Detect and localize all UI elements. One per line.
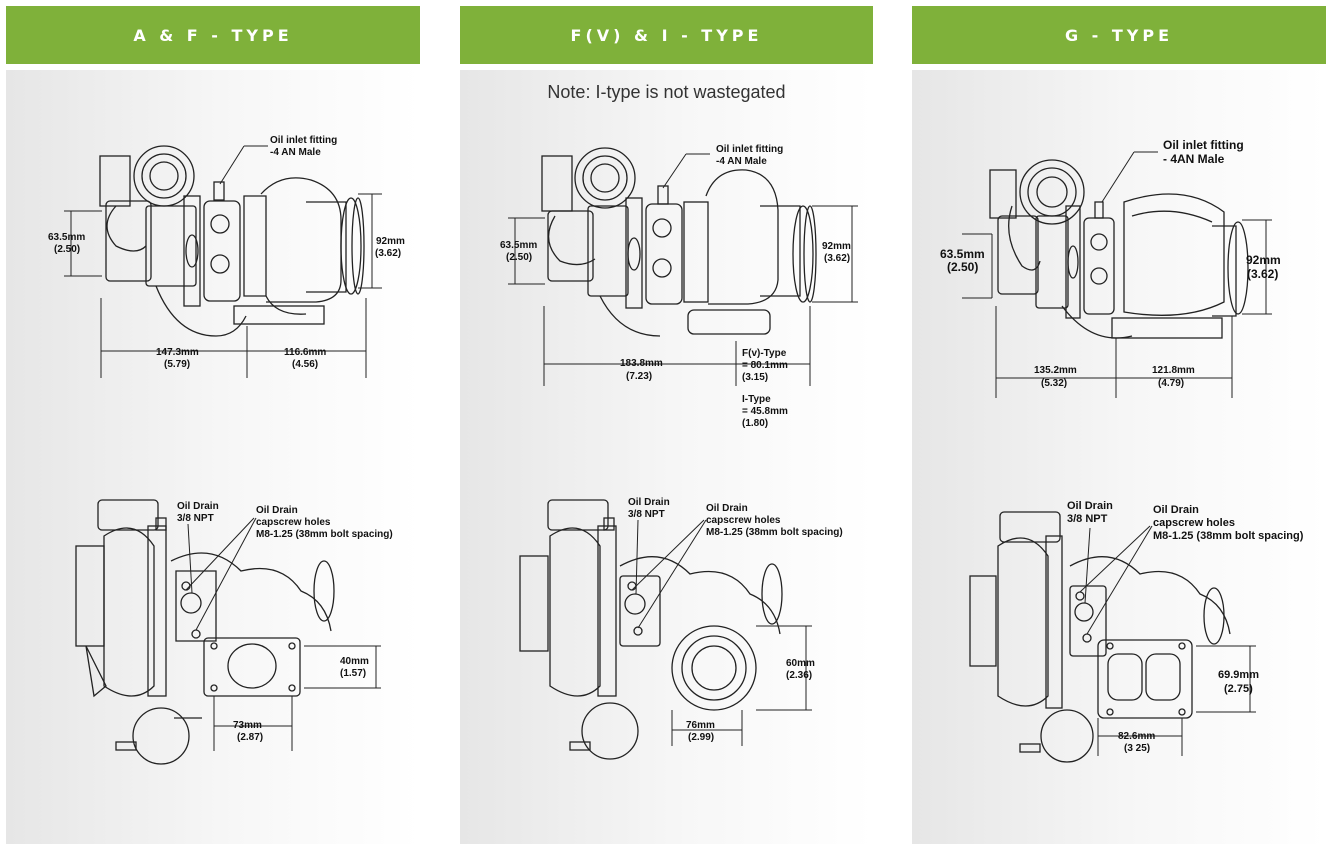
inlet-height-mm: 63.5mm [48,232,85,243]
inlet-height-in: (2.50) [506,252,532,263]
panel-title: A & F - TYPE [6,6,420,64]
length-left-mm: 183.8mm [620,358,663,369]
inlet-height-in: (2.50) [54,244,80,255]
length-right-mm: 121.8mm [1152,365,1195,376]
flange-width-in: (2.99) [688,732,714,743]
i-type-label: I-Type [742,394,771,405]
oil-drain-label: Oil Drain [177,501,219,512]
flange-width-in: (2.87) [237,732,263,743]
length-right-in: (4.79) [1158,378,1184,389]
capscrew-desc: capscrew holes [256,517,331,528]
panel-fv-i-type: F(V) & I - TYPE Note: I-type is not wast… [460,6,873,844]
length-left-in: (7.23) [626,371,652,382]
oil-drain-label: Oil Drain [628,497,670,508]
capscrew-label: Oil Drain [706,503,748,514]
fv-type-value-in: (3.15) [742,372,768,383]
panel-body [912,70,1326,844]
panel-a-f-type: A & F - TYPE [6,6,420,844]
panel-g-type: G - TYPE [912,6,1326,844]
turbo-top-view-drawing [541,147,817,337]
outlet-height-in: (3.62) [375,248,401,259]
flange-height-mm: 60mm [786,658,815,669]
capscrew-desc: capscrew holes [706,515,781,526]
fv-type-label: F(v)-Type [742,348,787,359]
capscrew-spec: M8-1.25 (38mm bolt spacing) [706,527,843,538]
flange-width-in: (3 25) [1124,743,1150,754]
flange-height-in: (1.57) [340,668,366,679]
inlet-height-mm: 63.5mm [500,240,537,251]
turbo-diagram: Oil inlet fitting - 4AN Male 63.5mm (2.5… [940,138,1304,763]
inlet-height-mm: 63.5mm [940,247,985,261]
oil-inlet-spec: -4 AN Male [270,147,321,158]
turbo-bottom-view-drawing [519,499,783,760]
panel-title: G - TYPE [912,6,1326,64]
outlet-height-mm: 92mm [1246,253,1281,267]
dimension-lines-top [962,151,1272,398]
oil-inlet-spec: -4 AN Male [716,156,767,167]
dimension-lines-bottom [1079,525,1256,756]
panel-title: F(V) & I - TYPE [460,6,873,64]
flange-width-mm: 73mm [233,720,262,731]
oil-drain-spec: 3/8 NPT [1067,513,1108,525]
length-left-in: (5.32) [1041,378,1067,389]
oil-drain-label: Oil Drain [1067,500,1113,512]
panel-body [460,70,873,844]
length-left-mm: 147.3mm [156,347,199,358]
outlet-height-in: (3.62) [1247,267,1278,281]
fv-type-value-mm: = 80.1mm [742,360,788,371]
capscrew-label: Oil Drain [256,505,298,516]
capscrew-spec: M8-1.25 (38mm bolt spacing) [1153,530,1304,542]
outlet-height-in: (3.62) [824,253,850,264]
turbo-top-view-drawing [99,145,365,337]
oil-inlet-label: Oil inlet fitting [1163,138,1244,152]
length-right-mm: 116.6mm [284,347,326,358]
flange-height-in: (2.36) [786,670,812,681]
flange-width-mm: 82.6mm [1118,731,1155,742]
oil-drain-spec: 3/8 NPT [628,509,665,520]
length-left-mm: 135.2mm [1034,365,1077,376]
flange-height-mm: 40mm [340,656,369,667]
i-type-value-mm: = 45.8mm [742,406,788,417]
oil-inlet-label: Oil inlet fitting [270,135,337,146]
dimension-lines-bottom [185,517,381,751]
turbo-bottom-view-drawing [75,499,335,765]
capscrew-spec: M8-1.25 (38mm bolt spacing) [256,529,393,540]
panel-body [6,70,420,844]
dimension-lines-bottom [631,519,812,746]
dimension-lines-top [64,145,382,378]
turbo-diagram: Oil inlet fitting -4 AN Male 63.5mm (2.5… [500,144,858,760]
turbo-top-view-drawing [989,159,1249,339]
wastegate-note: Note: I-type is not wastegated [547,82,786,102]
inlet-height-in: (2.50) [947,260,978,274]
dimension-lines-top [508,153,858,386]
turbo-diagram: Oil inlet fitting -4 AN Male 63.5mm (2.5… [48,135,405,765]
turbo-bottom-view-drawing [969,511,1231,763]
oil-inlet-label: Oil inlet fitting [716,144,783,155]
oil-drain-spec: 3/8 NPT [177,513,214,524]
i-type-value-in: (1.80) [742,418,768,429]
oil-inlet-spec: - 4AN Male [1163,152,1225,166]
capscrew-desc: capscrew holes [1153,517,1235,529]
flange-width-mm: 76mm [686,720,715,731]
flange-height-mm: 69.9mm [1218,669,1259,681]
flange-height-in: (2.75) [1224,683,1253,695]
outlet-height-mm: 92mm [822,241,851,252]
length-right-in: (4.56) [292,359,318,370]
length-left-in: (5.79) [164,359,190,370]
outlet-height-mm: 92mm [376,236,405,247]
capscrew-label: Oil Drain [1153,504,1199,516]
